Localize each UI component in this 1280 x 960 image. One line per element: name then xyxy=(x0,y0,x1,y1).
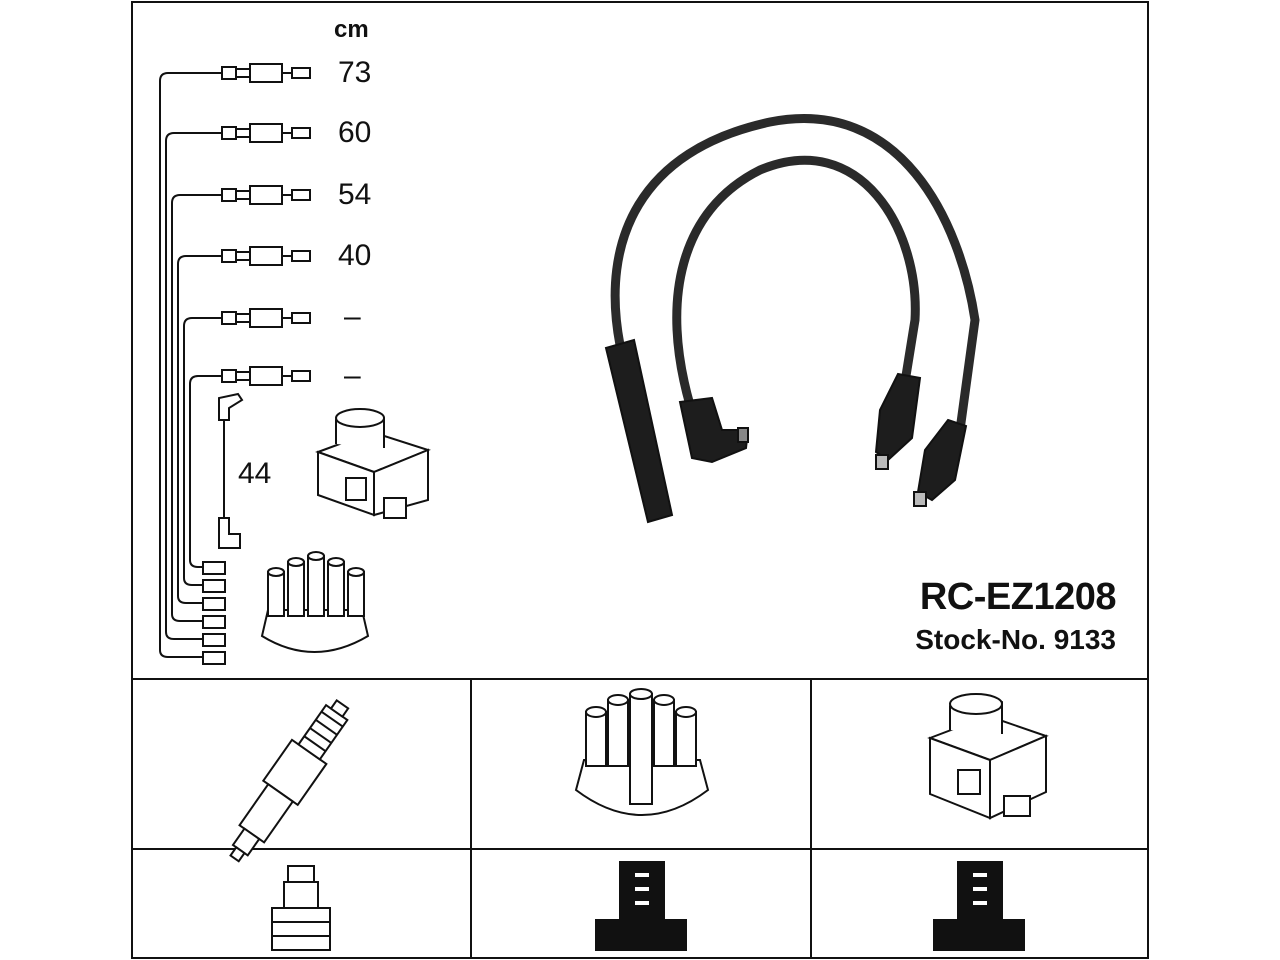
lead-connector xyxy=(221,308,311,328)
coil-lead-length: 44 xyxy=(238,457,272,490)
distributor-boot xyxy=(595,861,687,951)
spark-plug xyxy=(229,698,350,863)
lead-connector xyxy=(221,123,311,143)
coil-lead xyxy=(218,392,244,549)
unit-label: cm xyxy=(334,16,369,43)
lead-length-3: 54 xyxy=(338,178,372,211)
spark-plug-boot xyxy=(271,865,331,951)
lead-set-schematic xyxy=(159,63,311,665)
part-number: RC-EZ1208 xyxy=(919,576,1117,618)
frame-grid xyxy=(131,1,1149,959)
distributor-cap-small xyxy=(260,551,370,653)
lead-length-6: – xyxy=(344,359,361,392)
ignition-cable-set xyxy=(604,114,980,524)
ignition-coil xyxy=(927,693,1049,820)
stock-number: Stock-No. 9133 xyxy=(915,624,1116,655)
lead-connector xyxy=(221,366,311,386)
distributor-cap xyxy=(574,688,710,816)
lead-connector xyxy=(221,63,311,83)
lead-connector xyxy=(221,246,311,266)
ignition-coil-small xyxy=(315,408,431,519)
lead-length-1: 73 xyxy=(338,56,372,89)
lead-length-2: 60 xyxy=(338,116,372,149)
lead-length-5: – xyxy=(344,300,361,333)
coil-boot xyxy=(933,861,1025,951)
lead-connector xyxy=(221,185,311,205)
lead-length-4: 40 xyxy=(338,239,372,272)
distributor-terminals xyxy=(202,561,226,665)
